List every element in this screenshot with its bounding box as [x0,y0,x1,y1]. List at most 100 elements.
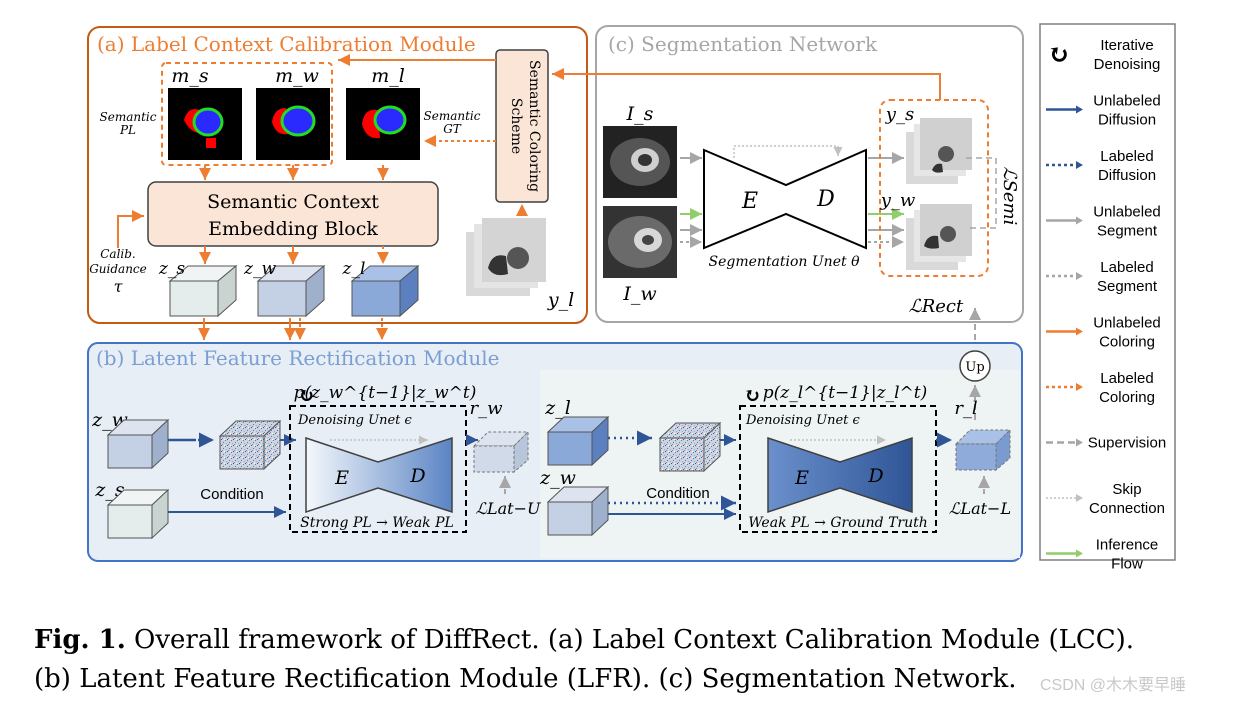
lfr-right-decoder: D [867,465,883,487]
lfr-right-z-top: z_l [544,397,571,419]
seg-unet-decoder: D [816,187,835,212]
lfr-panel: (b) Latent Feature Rectification Module … [87,308,1023,562]
output-image-w [906,204,972,270]
seg-unet-shape [703,148,867,250]
lfr-right: z_l z_w Condition ↻ [539,383,1012,537]
legend-label: Segment [1097,223,1158,240]
seg-title: (c) Segmentation Network [608,32,878,56]
lcc-panel: (a) Label Context Calibration Module m_s… [87,26,588,324]
latent-cube-l [350,264,420,318]
legend-label: Connection [1089,500,1165,517]
legend-arrowhead-icon [1076,438,1083,447]
legend-label: Diffusion [1098,167,1156,184]
lfr-right-unet-caption: Denoising Unet ϵ [745,413,861,428]
legend-item: Supervision [1046,435,1166,452]
legend-label: Flow [1111,556,1143,573]
lfr-left-cycle-icon: ↻ [298,383,315,407]
coloring-scheme-line1: Semantic Coloring [526,60,542,192]
legend-arrowhead-icon [1076,161,1083,169]
lfr-left-r: r_w [469,398,503,419]
lfr-right-loss: ℒLat−L [949,499,1011,518]
lfr-left-unet-caption: Denoising Unet ϵ [297,413,413,428]
legend: ↻IterativeDenoisingUnlabeledDiffusionLab… [1039,23,1176,573]
mask-label-s: m_s [171,65,209,87]
semantic-pl-label-2: PL [119,123,136,137]
label-image-yl [466,218,546,296]
lfr-right-condition: Condition [646,485,709,502]
legend-label: Unlabeled [1093,93,1161,110]
mask-label-l: m_l [371,65,405,87]
legend-label: Diffusion [1098,112,1156,129]
lfr-left: z_w z_s Condition ↻ [91,383,541,540]
loss-semi: ℒSemi [999,167,1020,226]
lfr-left-condition: Condition [200,486,263,503]
lfr-left-unet-shape [305,436,453,514]
label-yl: y_l [547,289,574,311]
up-node: Up [965,360,984,375]
lfr-left-noise-cube [218,419,282,471]
legend-label: Supervision [1088,435,1166,452]
lfr-left-encoder: E [334,467,349,489]
lfr-right-z-bottom: z_w [539,467,576,489]
legend-label: Skip [1112,481,1141,498]
calib-label-2: Guidance [89,262,147,276]
legend-arrowhead-icon [1076,549,1083,558]
calib-label-1: Calib. [100,247,136,261]
latent-cube-s [168,264,238,318]
mask-image-w [256,88,330,160]
latent-cube-w [256,264,326,318]
lfr-right-encoder: E [794,467,809,489]
figure-caption: Fig. 1. Overall framework of DiffRect. (… [34,625,1186,694]
lfr-right-bottom-caption: Weak PL → Ground Truth [748,515,928,531]
legend-label: Iterative [1100,37,1153,54]
legend-label: Labeled [1100,148,1153,165]
lfr-right-unet-shape [767,436,913,514]
lfr-right-cube-bottom [546,485,610,537]
legend-label: Denoising [1094,56,1161,73]
lfr-right-output-cube [954,428,1012,472]
legend-arrowhead-icon [1076,216,1083,225]
lfr-right-prob: p(z_l^{t−1}|z_l^t) [763,383,928,403]
lfr-left-loss: ℒLat−U [475,499,541,518]
mask-label-w: m_w [275,65,319,87]
latent-label-w: z_w [243,259,276,279]
caption-line-2: (b) Latent Feature Rectification Module … [34,664,1017,694]
legend-arrowhead-icon [1076,494,1083,502]
legend-label: Labeled [1100,370,1153,387]
watermark: CSDN @木木要早睡 [1040,676,1186,694]
lfr-left-decoder: D [409,465,425,487]
seg-unet-encoder: E [741,189,758,214]
semantic-gt-label-1: Semantic [424,109,481,123]
caption-line-1: Fig. 1. Overall framework of DiffRect. (… [34,625,1134,655]
legend-arrowhead-icon [1076,105,1083,114]
legend-label: Unlabeled [1093,315,1161,332]
lcc-title: (a) Label Context Calibration Module [97,32,476,56]
coloring-scheme-line2: Scheme [508,98,524,154]
cycle-icon: ↻ [1048,40,1070,70]
legend-label: Labeled [1100,259,1153,276]
seg-panel: (c) Segmentation Network I_s I_w E D Seg… [552,25,1024,323]
embedding-block-line1: Semantic Context [207,191,379,213]
legend-arrowhead-icon [1076,383,1083,391]
lfr-left-z-bottom: z_s [94,479,125,501]
lfr-left-bottom-caption: Strong PL → Weak PL [300,515,454,531]
loss-rect: ℒRect [909,296,964,317]
caption-fig-label: Fig. 1. [34,625,126,655]
legend-label: Segment [1097,278,1158,295]
mask-image-l [346,88,420,160]
lfr-left-prob: p(z_w^{t−1}|z_w^t) [294,383,477,403]
lfr-left-output-cube [472,430,530,474]
lfr-left-cube-top [106,418,170,470]
lfr-title: (b) Latent Feature Rectification Module [96,346,499,370]
latent-label-s: z_s [158,259,185,279]
legend-arrowhead-icon [1076,327,1083,336]
calib-label-tau: τ [114,277,124,296]
